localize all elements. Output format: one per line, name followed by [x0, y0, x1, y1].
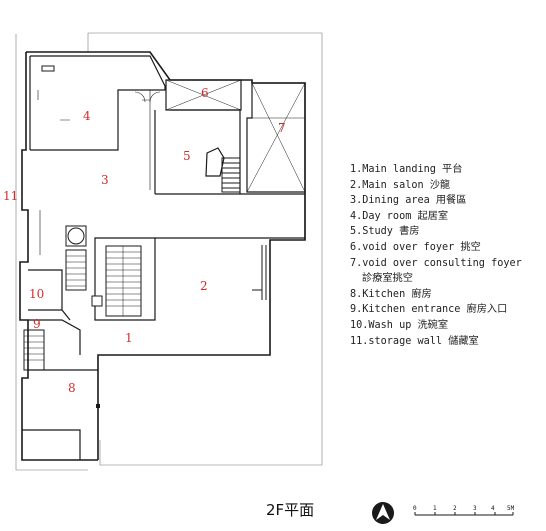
void-foyer-cross [165, 79, 242, 111]
kitchen-wall [22, 369, 98, 460]
day-room-wall [29, 55, 166, 151]
scale-tick: 0 [413, 505, 417, 512]
room-number: 10 [29, 287, 44, 301]
plan-title: 2F平面 [266, 501, 315, 519]
void-consulting-cross [246, 82, 306, 193]
legend-item: 9.Kitchen entrance 廚房入口 [350, 304, 508, 316]
scale-tick: 2 [453, 505, 457, 512]
legend-item: 8.Kitchen 廚房 [350, 288, 432, 300]
legend-item: 3.Dining area 用餐區 [350, 195, 467, 207]
study-desk [205, 147, 225, 177]
room-number: 5 [183, 149, 191, 163]
room-number: 4 [83, 109, 91, 123]
main-stair-treads [106, 246, 141, 316]
scale-tick: 1 [433, 505, 437, 512]
legend-item: 2.Main salon 沙龍 [350, 179, 451, 191]
salon-counter [252, 245, 267, 300]
scale-tick: 4 [491, 505, 495, 512]
legend-item: 11.storage wall 儲藏室 [350, 335, 479, 347]
secondary-stair [65, 249, 87, 291]
legend-item: 4.Day room 起居室 [350, 210, 449, 222]
main-stair [105, 245, 142, 317]
room-number: 7 [278, 121, 286, 135]
door-marker [96, 404, 100, 408]
study-wall [154, 109, 241, 194]
room-number: 6 [201, 86, 209, 100]
round-column-frame [65, 225, 87, 247]
room-number: 1 [125, 331, 133, 345]
legend-item: 1.Main landing 平台 [350, 164, 463, 175]
dining-slab [155, 193, 306, 239]
room-number: 9 [33, 317, 41, 331]
scale-bar: 0 1 2 3 4 5M [413, 505, 515, 516]
legend-item: 7.void over consulting foyer [350, 257, 522, 269]
legend-item: 10.Wash up 洗碗室 [350, 319, 449, 331]
wash-up-wall [28, 269, 81, 355]
kitchen-stair-treads [24, 335, 44, 361]
door-swing [37, 90, 161, 103]
scale-tick: 3 [473, 505, 477, 512]
interior-lines [39, 90, 151, 255]
door-marker [41, 65, 55, 72]
legend-item: 6.void over foyer 挑空 [350, 241, 481, 253]
round-column [67, 227, 85, 245]
legend-item: 診療室挑空 [362, 273, 413, 285]
legend-item: 5.Study 書房 [350, 226, 420, 238]
main-stair-core [94, 237, 156, 321]
left-site-boundary [15, 34, 88, 471]
room-number: 8 [68, 381, 76, 395]
site-boundary [88, 32, 323, 466]
door-marker [91, 295, 103, 307]
north-arrow-icon [372, 502, 394, 524]
scale-tick: 5M [507, 505, 515, 512]
room-number: 3 [101, 173, 109, 187]
room-number: 2 [200, 279, 208, 293]
room-number: 11 [3, 189, 18, 203]
room-legend: 1.Main landing 平台 2.Main salon 沙龍 3.Dini… [350, 162, 522, 349]
study-stair [221, 157, 241, 193]
secondary-stair-treads [66, 255, 86, 287]
